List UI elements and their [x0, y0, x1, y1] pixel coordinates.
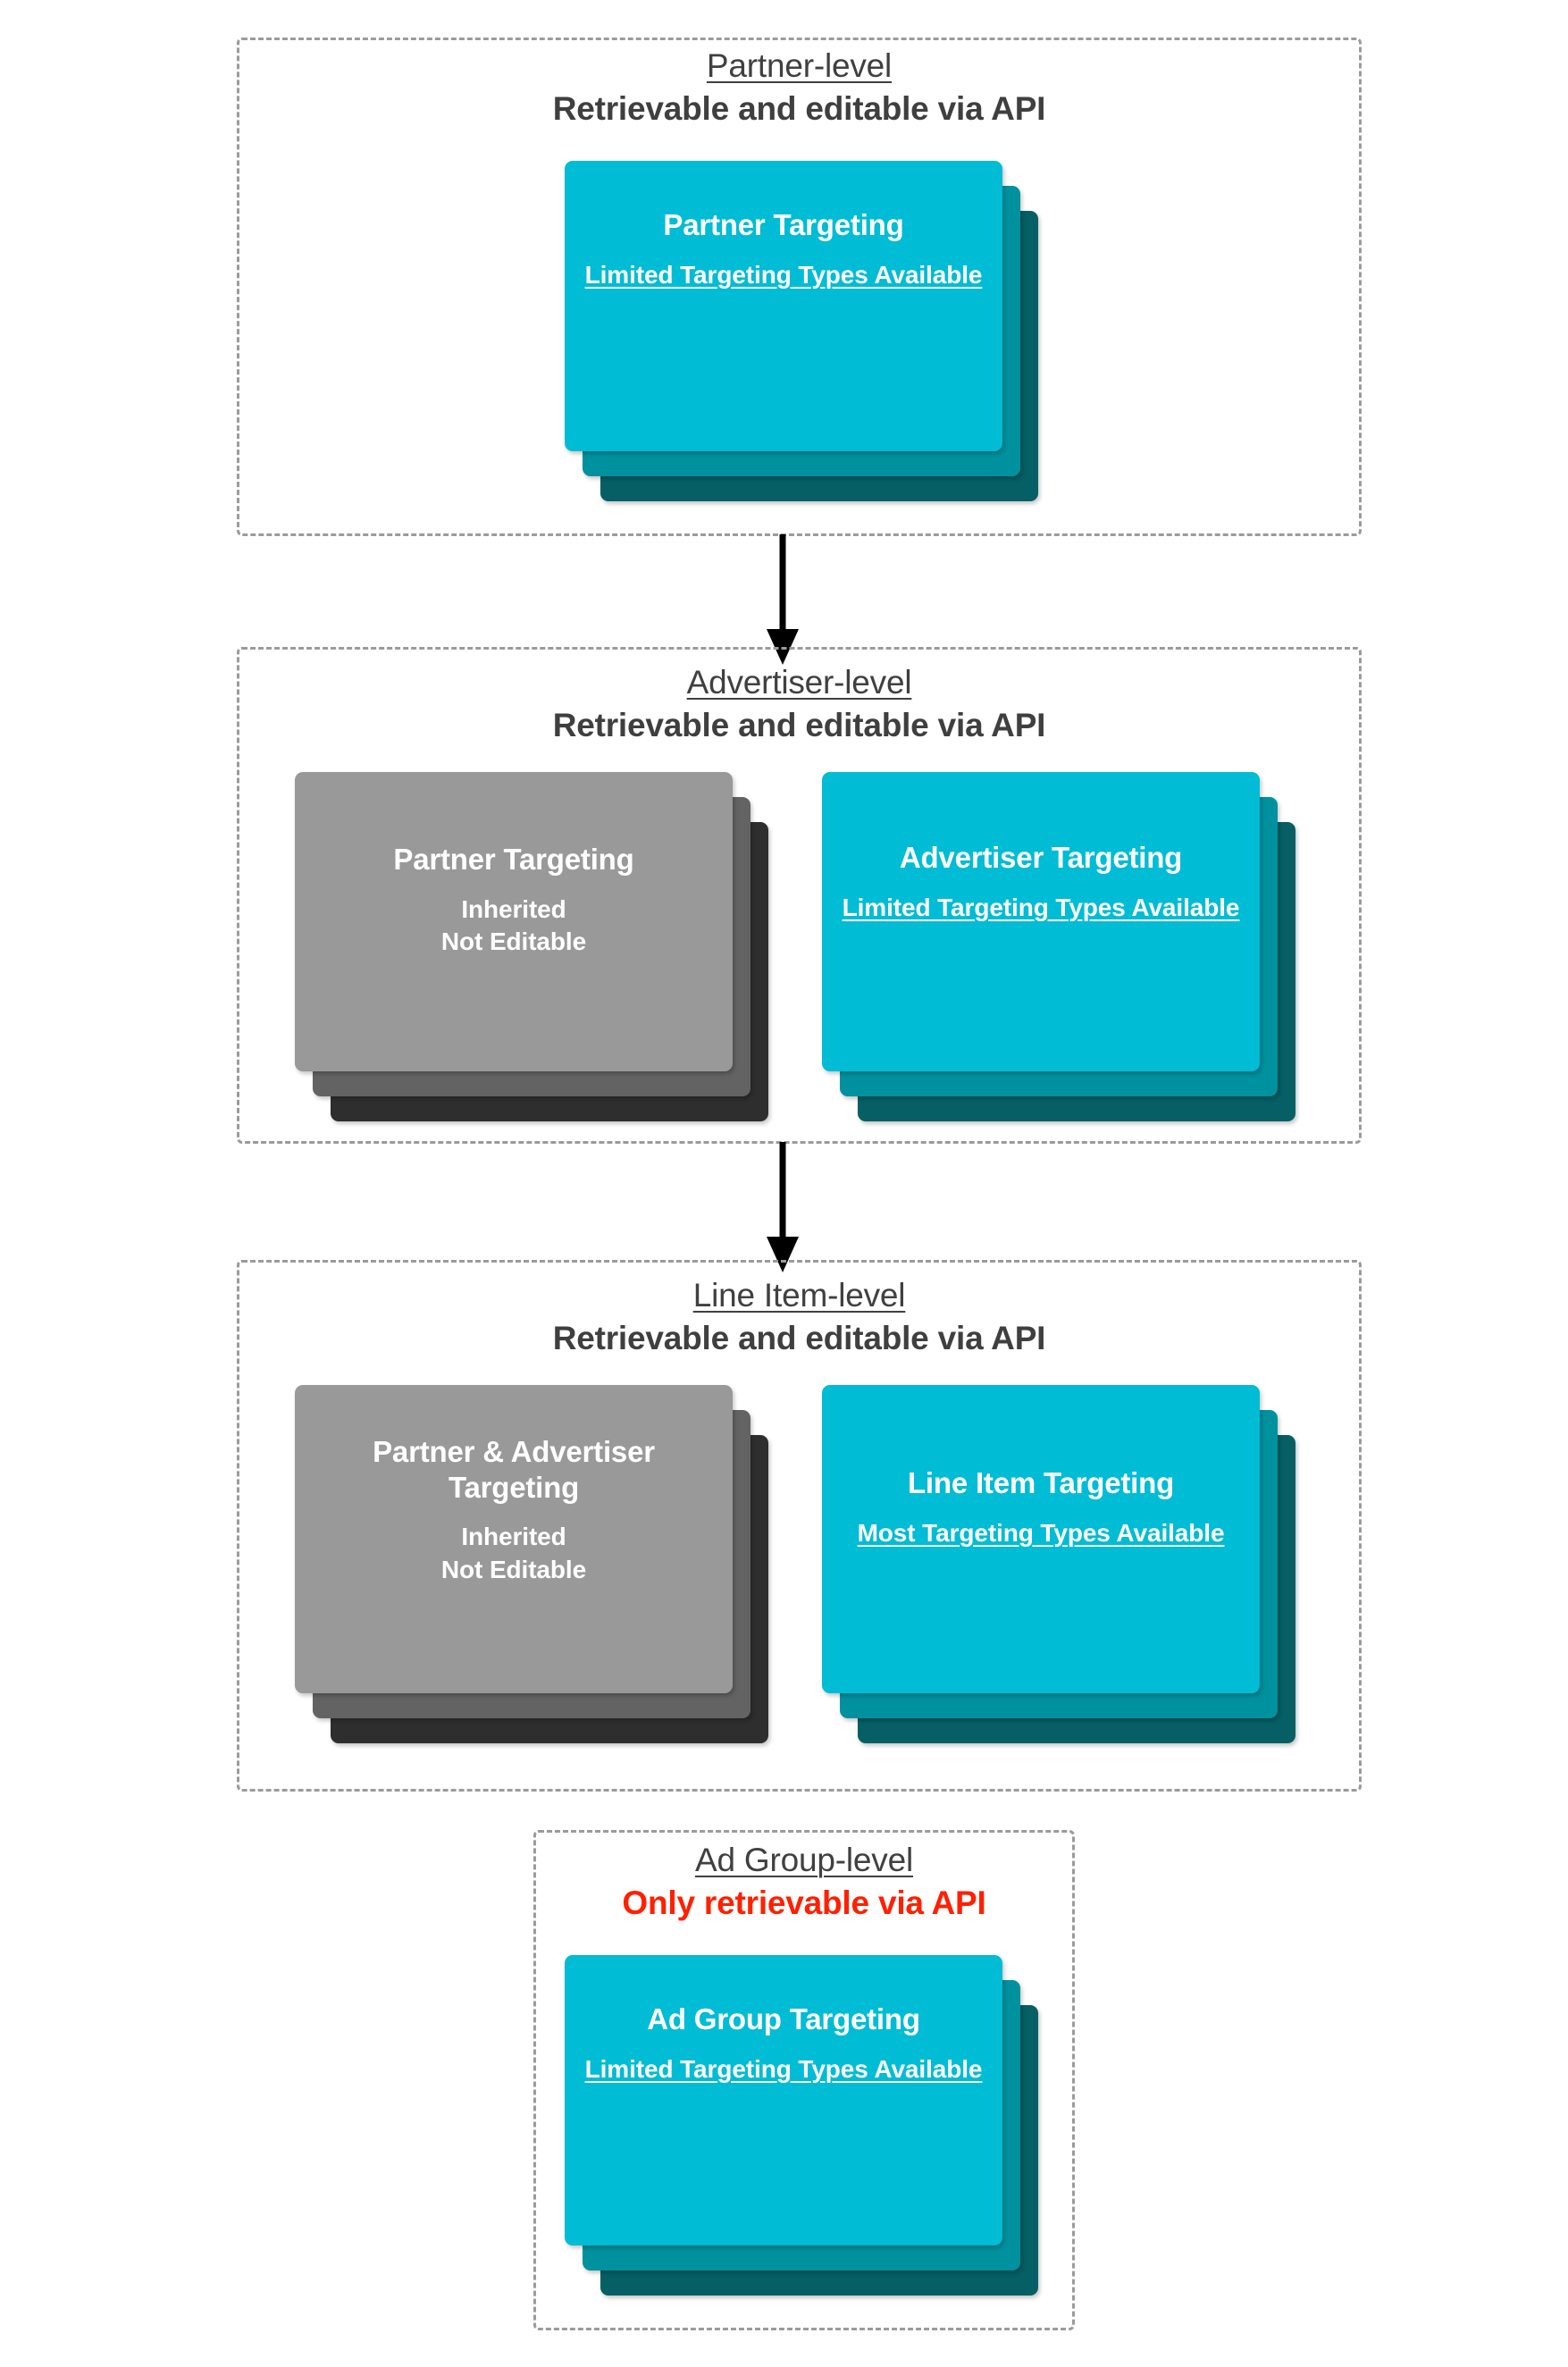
card-partner-targeting-inherited[interactable]: Partner Targeting Inherited Not Editable [295, 772, 733, 1071]
card-stack-line-item-targeting[interactable]: Line Item Targeting Most Targeting Types… [822, 1385, 1295, 1743]
card-note: Most Targeting Types Available [857, 1518, 1225, 1547]
card-title: Advertiser Targeting [899, 841, 1183, 874]
card-note: Inherited Not Editable [440, 1523, 587, 1583]
card-advertiser-targeting[interactable]: Advertiser Targeting Limited Targeting T… [822, 772, 1260, 1071]
card-title: Ad Group Targeting [647, 2002, 920, 2035]
card-ad-group-targeting[interactable]: Ad Group Targeting Limited Targeting Typ… [565, 1955, 1002, 2245]
level-box-partner [237, 38, 1362, 536]
level-box-ad-group [533, 1830, 1075, 2330]
card-note: Limited Targeting Types Available [584, 260, 983, 289]
card-face: Ad Group Targeting Limited Targeting Typ… [565, 1955, 1002, 2245]
card-title: Line Item Targeting [907, 1466, 1175, 1499]
card-title: Partner & Advertiser Targeting [373, 1435, 655, 1504]
card-title: Partner Targeting [393, 843, 634, 876]
card-face: Line Item Targeting Most Targeting Types… [822, 1385, 1260, 1693]
card-note: Inherited Not Editable [440, 894, 587, 955]
card-note: Limited Targeting Types Available [584, 2054, 983, 2083]
card-stack-ad-group-targeting[interactable]: Ad Group Targeting Limited Targeting Typ… [565, 1955, 1038, 2304]
card-face: Partner Targeting Inherited Not Editable [295, 772, 733, 1071]
card-note: Limited Targeting Types Available [842, 893, 1240, 921]
card-face: Partner Targeting Limited Targeting Type… [565, 161, 1002, 451]
card-face: Partner & Advertiser Targeting Inherited… [295, 1385, 733, 1693]
connector-advertiser-to-line-item [756, 1142, 809, 1274]
card-title: Partner Targeting [663, 208, 904, 241]
card-partner-targeting[interactable]: Partner Targeting Limited Targeting Type… [565, 161, 1002, 451]
card-face: Advertiser Targeting Limited Targeting T… [822, 772, 1260, 1071]
card-stack-advertiser-targeting[interactable]: Advertiser Targeting Limited Targeting T… [822, 772, 1295, 1121]
down-arrow-icon [767, 1142, 799, 1272]
card-stack-partner-targeting[interactable]: Partner Targeting Limited Targeting Type… [565, 161, 1038, 501]
card-stack-partner-advertiser-targeting-inherited[interactable]: Partner & Advertiser Targeting Inherited… [295, 1385, 768, 1743]
card-partner-advertiser-targeting-inherited[interactable]: Partner & Advertiser Targeting Inherited… [295, 1385, 733, 1693]
level-box-line-item [237, 1260, 1362, 1792]
level-box-advertiser [237, 647, 1362, 1144]
card-line-item-targeting[interactable]: Line Item Targeting Most Targeting Types… [822, 1385, 1260, 1693]
card-stack-partner-targeting-inherited[interactable]: Partner Targeting Inherited Not Editable [295, 772, 768, 1121]
